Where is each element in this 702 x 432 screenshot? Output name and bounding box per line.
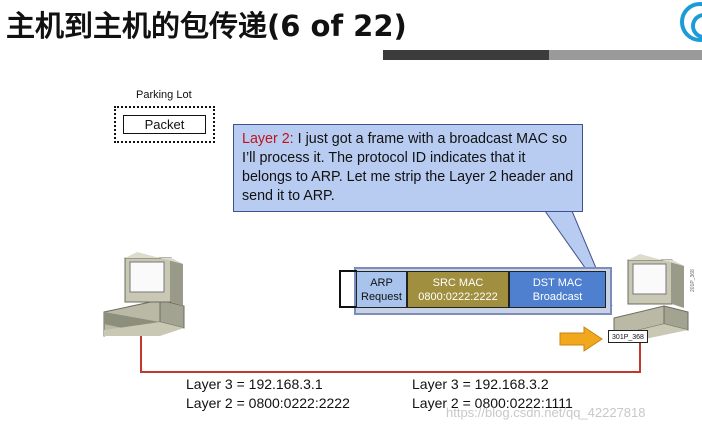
left-host-layer2: Layer 2 = 0800:0222:2222 (186, 395, 350, 411)
logo-icon (680, 2, 702, 42)
right-host-layer3: Layer 3 = 192.168.3.2 (412, 376, 549, 392)
watermark-url: https://blog.csdn.net/qq_42227818 (446, 405, 646, 420)
callout-bubble: Layer 2: I just got a frame with a broad… (233, 124, 583, 212)
src-mac-value: 0800:0222:2222 (418, 291, 498, 303)
src-mac-label: SRC MAC (432, 277, 484, 289)
right-host-layer2: Layer 2 = 0800:0222:1111 (412, 395, 573, 411)
title-underline-dark (383, 50, 549, 60)
packet-box: Packet (123, 115, 206, 134)
frame-bracket (339, 270, 357, 308)
parking-lot-box: Packet (114, 106, 215, 143)
callout-text: I just got a frame with a broadcast MAC … (242, 131, 574, 204)
slide-title: 主机到主机的包传递(6 of 22) (6, 9, 407, 43)
dst-mac-value: Broadcast (532, 291, 583, 303)
callout-layer-label: Layer 2: (242, 131, 294, 147)
left-host-layer3: Layer 3 = 192.168.3.1 (186, 376, 323, 392)
arp-cell-line2: Request (361, 291, 402, 303)
arp-request-cell: ARP Request (356, 271, 407, 308)
computer-left-icon (103, 252, 185, 337)
dst-mac-label: DST MAC (532, 277, 583, 289)
arp-cell-line1: ARP (370, 277, 393, 289)
figure-tag: 301P_368 (608, 330, 648, 343)
title-underline-gray (549, 50, 702, 60)
network-link (140, 334, 641, 373)
parking-lot-label: Parking Lot (136, 89, 192, 101)
dst-mac-cell: DST MAC Broadcast (509, 271, 606, 308)
computer-right-icon (613, 254, 689, 340)
src-mac-cell: SRC MAC 0800:0222:2222 (407, 271, 509, 308)
arrow-icon (559, 326, 603, 352)
vertical-figure-tag: 201P_368 (690, 269, 696, 292)
